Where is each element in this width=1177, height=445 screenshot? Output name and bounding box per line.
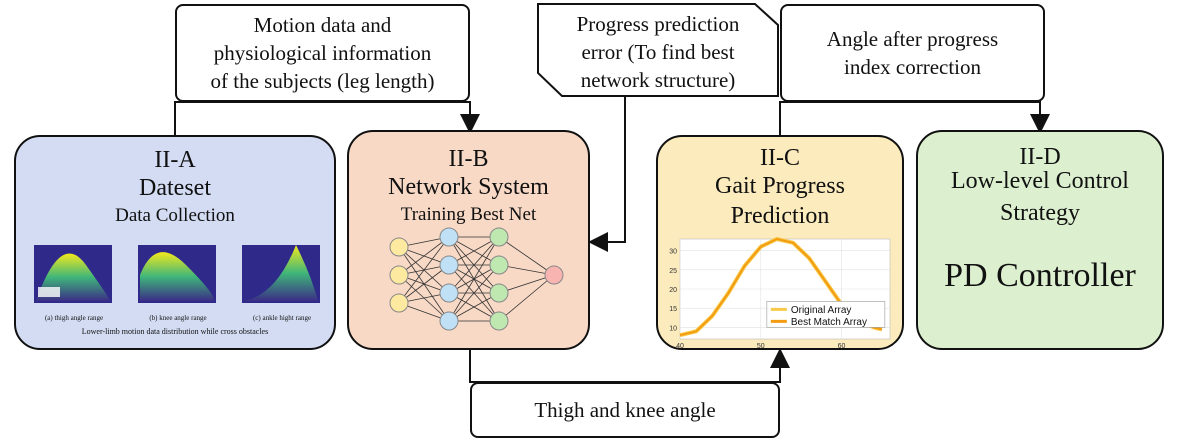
network-node (544, 265, 564, 285)
y-tick-label: 30 (669, 249, 677, 256)
x-tick-label: 60 (838, 343, 846, 350)
angle-after-label: Angle after progress index correction (780, 4, 1045, 102)
heatmap-ankle (242, 245, 320, 303)
box-b-id: II-B (448, 146, 489, 172)
y-tick-label: 15 (669, 306, 677, 313)
arrow-a-to-b (174, 101, 480, 135)
progress-error-line-1: Progress prediction (576, 12, 740, 36)
network-edge (448, 236, 500, 266)
motion-data-line-1: Motion data and (253, 13, 392, 37)
network-node (489, 227, 509, 247)
y-tick-label: 10 (669, 325, 677, 332)
network-edge (448, 292, 500, 322)
box-control-strategy: II-D Low-level Control Strategy PD Contr… (916, 130, 1164, 350)
network-edge (398, 264, 450, 304)
heatmap-thigh (34, 245, 112, 303)
progress-error-line-2: error (To find best (581, 40, 735, 64)
chart-legend-box (766, 301, 886, 328)
panel-label-thigh: (a) thigh angle range (44, 314, 104, 322)
network-edge (448, 236, 500, 322)
network-edge (498, 236, 555, 276)
box-a-subtitle: Data Collection (115, 205, 235, 226)
motion-data-label: Motion data and physiological informatio… (175, 4, 470, 102)
network-edge (398, 236, 450, 276)
legend-entry: Original Array (791, 305, 852, 316)
thigh-knee-label: Thigh and knee angle (470, 382, 780, 438)
network-node (439, 311, 459, 331)
box-a-id: II-A (154, 147, 196, 173)
network-node (389, 237, 409, 257)
neural-network-diagram (389, 227, 564, 331)
network-node (439, 227, 459, 247)
network-node (489, 283, 509, 303)
pd-controller-label: PD Controller (944, 257, 1136, 294)
box-c-id: II-C (760, 145, 800, 171)
box-gait-progress: II-C Gait Progress Prediction 10 15 20 25 30… (656, 135, 904, 350)
x-tick-label: 40 (676, 343, 684, 350)
angle-after-line-1: Angle after progress (826, 27, 999, 51)
network-edge (448, 236, 500, 294)
network-edge (498, 274, 555, 322)
box-b-title: Network System (388, 174, 549, 200)
box-d-title: Low-level Control (951, 168, 1129, 194)
panel-label-ankle: (c) ankle hight range (252, 314, 312, 322)
box-dataset: II-A Dateset Data Collection (a) thigh a… (14, 135, 336, 350)
network-node (389, 265, 409, 285)
network-node (439, 255, 459, 275)
box-d-id: II-D (1019, 144, 1061, 170)
panel-label-knee: (b) knee angle range (149, 314, 207, 322)
thigh-knee-text: Thigh and knee angle (534, 398, 716, 422)
arrow-c-to-b (588, 96, 626, 252)
network-node (389, 293, 409, 313)
box-network-system: II-B Network System Training Best Net (347, 130, 590, 350)
network-edge (398, 236, 450, 304)
network-edge (498, 274, 555, 294)
box-a-title: Dateset (139, 175, 211, 201)
network-node (439, 283, 459, 303)
y-tick-label: 20 (669, 287, 677, 294)
box-c-title2: Prediction (730, 203, 830, 229)
legend-entry: Best Match Array (791, 317, 867, 328)
network-node (489, 311, 509, 331)
progress-error-line-3: network structure) (580, 68, 736, 92)
motion-data-line-2: physiological information (213, 41, 432, 65)
box-b-subtitle: Training Best Net (400, 204, 537, 225)
x-tick-label: 50 (757, 343, 765, 350)
y-tick-label: 25 (669, 268, 677, 275)
box-d-title2: Strategy (1000, 200, 1080, 226)
box-c-title: Gait Progress (715, 173, 845, 199)
angle-after-line-2: index correction (843, 55, 982, 79)
heatmap-caption: Lower-limb motion data distribution whil… (81, 327, 269, 336)
heatmap-knee (138, 245, 216, 303)
network-edge (448, 264, 500, 322)
heatmap-panels (34, 245, 320, 303)
arrow-c-to-d (779, 101, 1050, 135)
progress-error-label: Progress prediction error (To find best … (540, 10, 776, 94)
motion-data-line-3: of the subjects (leg length) (210, 69, 435, 93)
network-node (489, 255, 509, 275)
